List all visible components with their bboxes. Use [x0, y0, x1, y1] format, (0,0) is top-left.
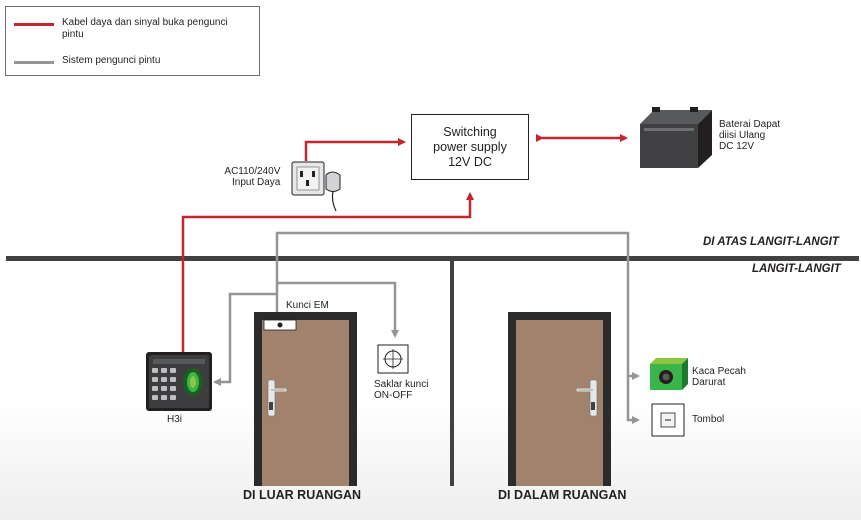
- door-outside: [254, 312, 357, 486]
- battery-line1: Baterai Dapat: [719, 119, 781, 130]
- legend-swatch-gray: [14, 61, 54, 64]
- legend: Kabel daya dan sinyal buka pengunci pint…: [5, 6, 260, 76]
- power-supply-line2: power supply: [433, 139, 507, 154]
- ac-input-label: AC110/240V Input Daya: [222, 166, 280, 188]
- lock-system-wires: [213, 231, 640, 424]
- fingerprint-reader-icon: [146, 352, 212, 411]
- power-supply-line1: Switching: [443, 124, 497, 139]
- ac-input-line1: AC110/240V: [224, 166, 281, 177]
- exit-button-icon: [651, 403, 685, 437]
- battery-line2: diisi Ulang: [719, 130, 766, 141]
- exit-button-label: Tombol: [692, 414, 725, 425]
- above-ceiling-label: DI ATAS LANGIT-LANGIT: [703, 236, 839, 248]
- legend-label-power-signal: Kabel daya dan sinyal buka pengunci pint…: [62, 17, 228, 40]
- break-glass-label: Kaca Pecah Darurat: [692, 366, 746, 388]
- key-switch-icon: [377, 344, 409, 374]
- reader-label: H3i: [167, 414, 183, 425]
- door-inside: [508, 312, 611, 486]
- inside-room-label: DI DALAM RUANGAN: [498, 488, 627, 502]
- wall-socket-icon: [291, 161, 341, 212]
- wire-ac-to-psu: [304, 138, 406, 161]
- arrow-psu-left: [536, 134, 544, 142]
- wire-em-to-button: [275, 231, 640, 424]
- key-switch-line1: Saklar kunci: [374, 379, 429, 390]
- ceiling-line: [6, 256, 859, 261]
- break-glass-line2: Darurat: [692, 377, 726, 388]
- partition-wall: [450, 261, 454, 486]
- power-supply-box: Switching power supply 12V DC: [411, 114, 529, 180]
- power-supply-line3: 12V DC: [448, 154, 492, 169]
- outside-room-label: DI LUAR RUANGAN: [243, 488, 362, 502]
- break-glass-line1: Kaca Pecah: [692, 366, 746, 377]
- wire-to-reader: [213, 292, 277, 386]
- ac-input-line2: Input Daya: [232, 177, 281, 188]
- power-signal-wires: [181, 134, 628, 352]
- battery-label: Baterai Dapat diisi Ulang DC 12V: [719, 119, 780, 152]
- legend-item-power-signal: Kabel daya dan sinyal buka pengunci pint…: [14, 17, 252, 41]
- battery-icon: [640, 107, 712, 168]
- em-lock-label: Kunci EM: [286, 300, 329, 311]
- wire-to-key-switch: [277, 281, 399, 338]
- ceiling-label: LANGIT-LANGIT: [752, 263, 841, 275]
- battery-line3: DC 12V: [719, 141, 755, 152]
- legend-item-lock-system: Sistem pengunci pintu: [14, 55, 252, 67]
- floor-gradient: [0, 400, 861, 520]
- key-switch-line2: ON-OFF: [374, 390, 413, 401]
- wire-reader-to-psu: [181, 192, 474, 352]
- legend-label-lock-system: Sistem pengunci pintu: [62, 55, 161, 66]
- key-switch-label: Saklar kunci ON-OFF: [374, 379, 428, 401]
- break-glass-icon: [650, 358, 688, 390]
- legend-swatch-red: [14, 23, 54, 26]
